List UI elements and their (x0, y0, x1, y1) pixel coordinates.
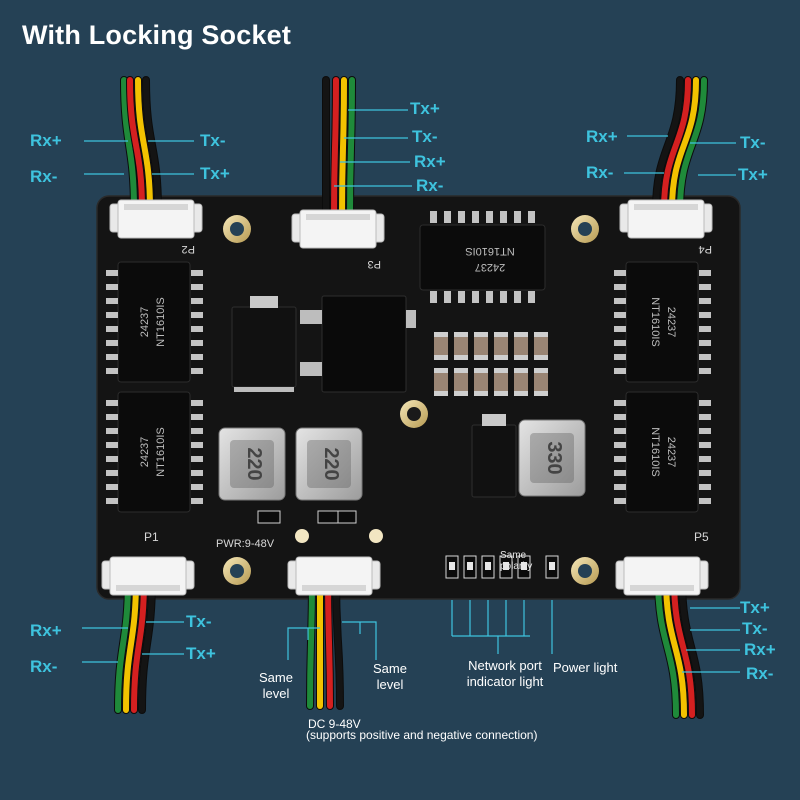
p3-rx-neg-label: Rx- (416, 176, 444, 195)
inductor-3: 330 (518, 419, 586, 497)
connector-p4 (619, 199, 713, 239)
inductor-2-value: 220 (320, 447, 342, 480)
power-light-label: Power light (553, 660, 618, 675)
voltage-regulator-1 (231, 296, 297, 392)
jst-connectors (101, 199, 713, 596)
tx-lt-part: NT1610IS (155, 297, 167, 347)
transformer-top: 24237 NT1610IS (419, 224, 546, 291)
p1-tx-pos-label: Tx+ (186, 644, 216, 663)
transformer-right-bottom: 24237 NT1610IS (625, 391, 699, 513)
connector-p2 (109, 199, 203, 239)
smd-capacitor-array (434, 332, 548, 396)
p4-tx-neg-label: Tx- (740, 133, 766, 152)
p4-rx-pos-label: Rx+ (586, 127, 618, 146)
tx-rb-code: 24237 (665, 437, 677, 468)
wires-p1 (114, 574, 156, 714)
p2-tx-pos-label: Tx+ (200, 164, 230, 183)
led-row (445, 555, 559, 579)
same-polarity-silk: Same polarity (500, 550, 533, 572)
same-level-left-label: Same level (259, 670, 293, 701)
dc-polarity-note: (supports positive and negative connecti… (306, 728, 538, 742)
connector-pwr (287, 556, 381, 596)
tx-top-code: 24237 (475, 261, 506, 273)
ic-large (300, 295, 416, 393)
p5-tx-neg-label: Tx- (742, 619, 768, 638)
page-title: With Locking Socket (22, 20, 292, 50)
inductor-3-value: 330 (543, 441, 565, 474)
transformer-right-top: 24237 NT1610IS (625, 261, 699, 383)
p4-rx-neg-label: Rx- (586, 163, 614, 182)
voltage-regulator-2 (471, 414, 517, 498)
transformer-left-bottom: 24237 NT1610IS (117, 391, 191, 513)
same-level-right-label: Same level (373, 661, 407, 692)
p1-rx-pos-label: Rx+ (30, 621, 62, 640)
connector-p1 (101, 556, 195, 596)
p5-rx-neg-label: Rx- (746, 664, 774, 683)
tx-rt-part: NT1610IS (649, 297, 661, 347)
inductor-2: 220 (295, 427, 363, 501)
p5-rx-pos-label: Rx+ (744, 640, 776, 659)
p3-tx-pos-label: Tx+ (410, 99, 440, 118)
power-diodes (257, 510, 357, 524)
pad-pwr-left (295, 529, 309, 543)
wires-p2 (120, 76, 162, 214)
tx-top-part: NT1610IS (465, 245, 515, 257)
p1-silk: P1 (144, 530, 159, 544)
tx-rb-part: NT1610IS (649, 427, 661, 477)
wires-p3 (321, 76, 356, 219)
network-indicator-label: Network port indicator light (466, 658, 544, 689)
p2-tx-neg-label: Tx- (200, 131, 226, 150)
pad-pwr-right (369, 529, 383, 543)
inductor-1: 220 (218, 427, 286, 501)
connector-p5 (615, 556, 709, 596)
tx-rt-code: 24237 (665, 307, 677, 338)
tx-lt-code: 24237 (139, 307, 151, 338)
p2-rx-neg-label: Rx- (30, 167, 58, 186)
p1-rx-neg-label: Rx- (30, 657, 58, 676)
connector-p3 (291, 209, 385, 249)
mounting-holes (223, 215, 599, 585)
transformer-pins (106, 211, 711, 504)
cable-wires (114, 76, 708, 719)
p4-tx-pos-label: Tx+ (738, 165, 768, 184)
p5-tx-pos-label: Tx+ (740, 598, 770, 617)
leader-lines (82, 109, 740, 673)
p2-silk: P2 (182, 243, 195, 255)
p2-rx-pos-label: Rx+ (30, 131, 62, 150)
p3-silk: P3 (368, 258, 381, 270)
p5-silk: P5 (694, 530, 709, 544)
tx-lb-part: NT1610IS (155, 427, 167, 477)
wires-pwr (306, 574, 344, 710)
inductor-1-value: 220 (243, 447, 265, 480)
wires-p4 (652, 76, 708, 214)
p1-tx-neg-label: Tx- (186, 612, 212, 631)
wires-p5 (654, 574, 704, 719)
tx-lb-code: 24237 (139, 437, 151, 468)
p3-tx-neg-label: Tx- (412, 127, 438, 146)
transformer-left-top: 24237 NT1610IS (117, 261, 191, 383)
pwr-silk: PWR:9-48V (216, 538, 275, 550)
p3-rx-pos-label: Rx+ (414, 152, 446, 171)
p4-silk: P4 (699, 243, 712, 255)
dc-input-label: DC 9-48V (308, 717, 361, 731)
